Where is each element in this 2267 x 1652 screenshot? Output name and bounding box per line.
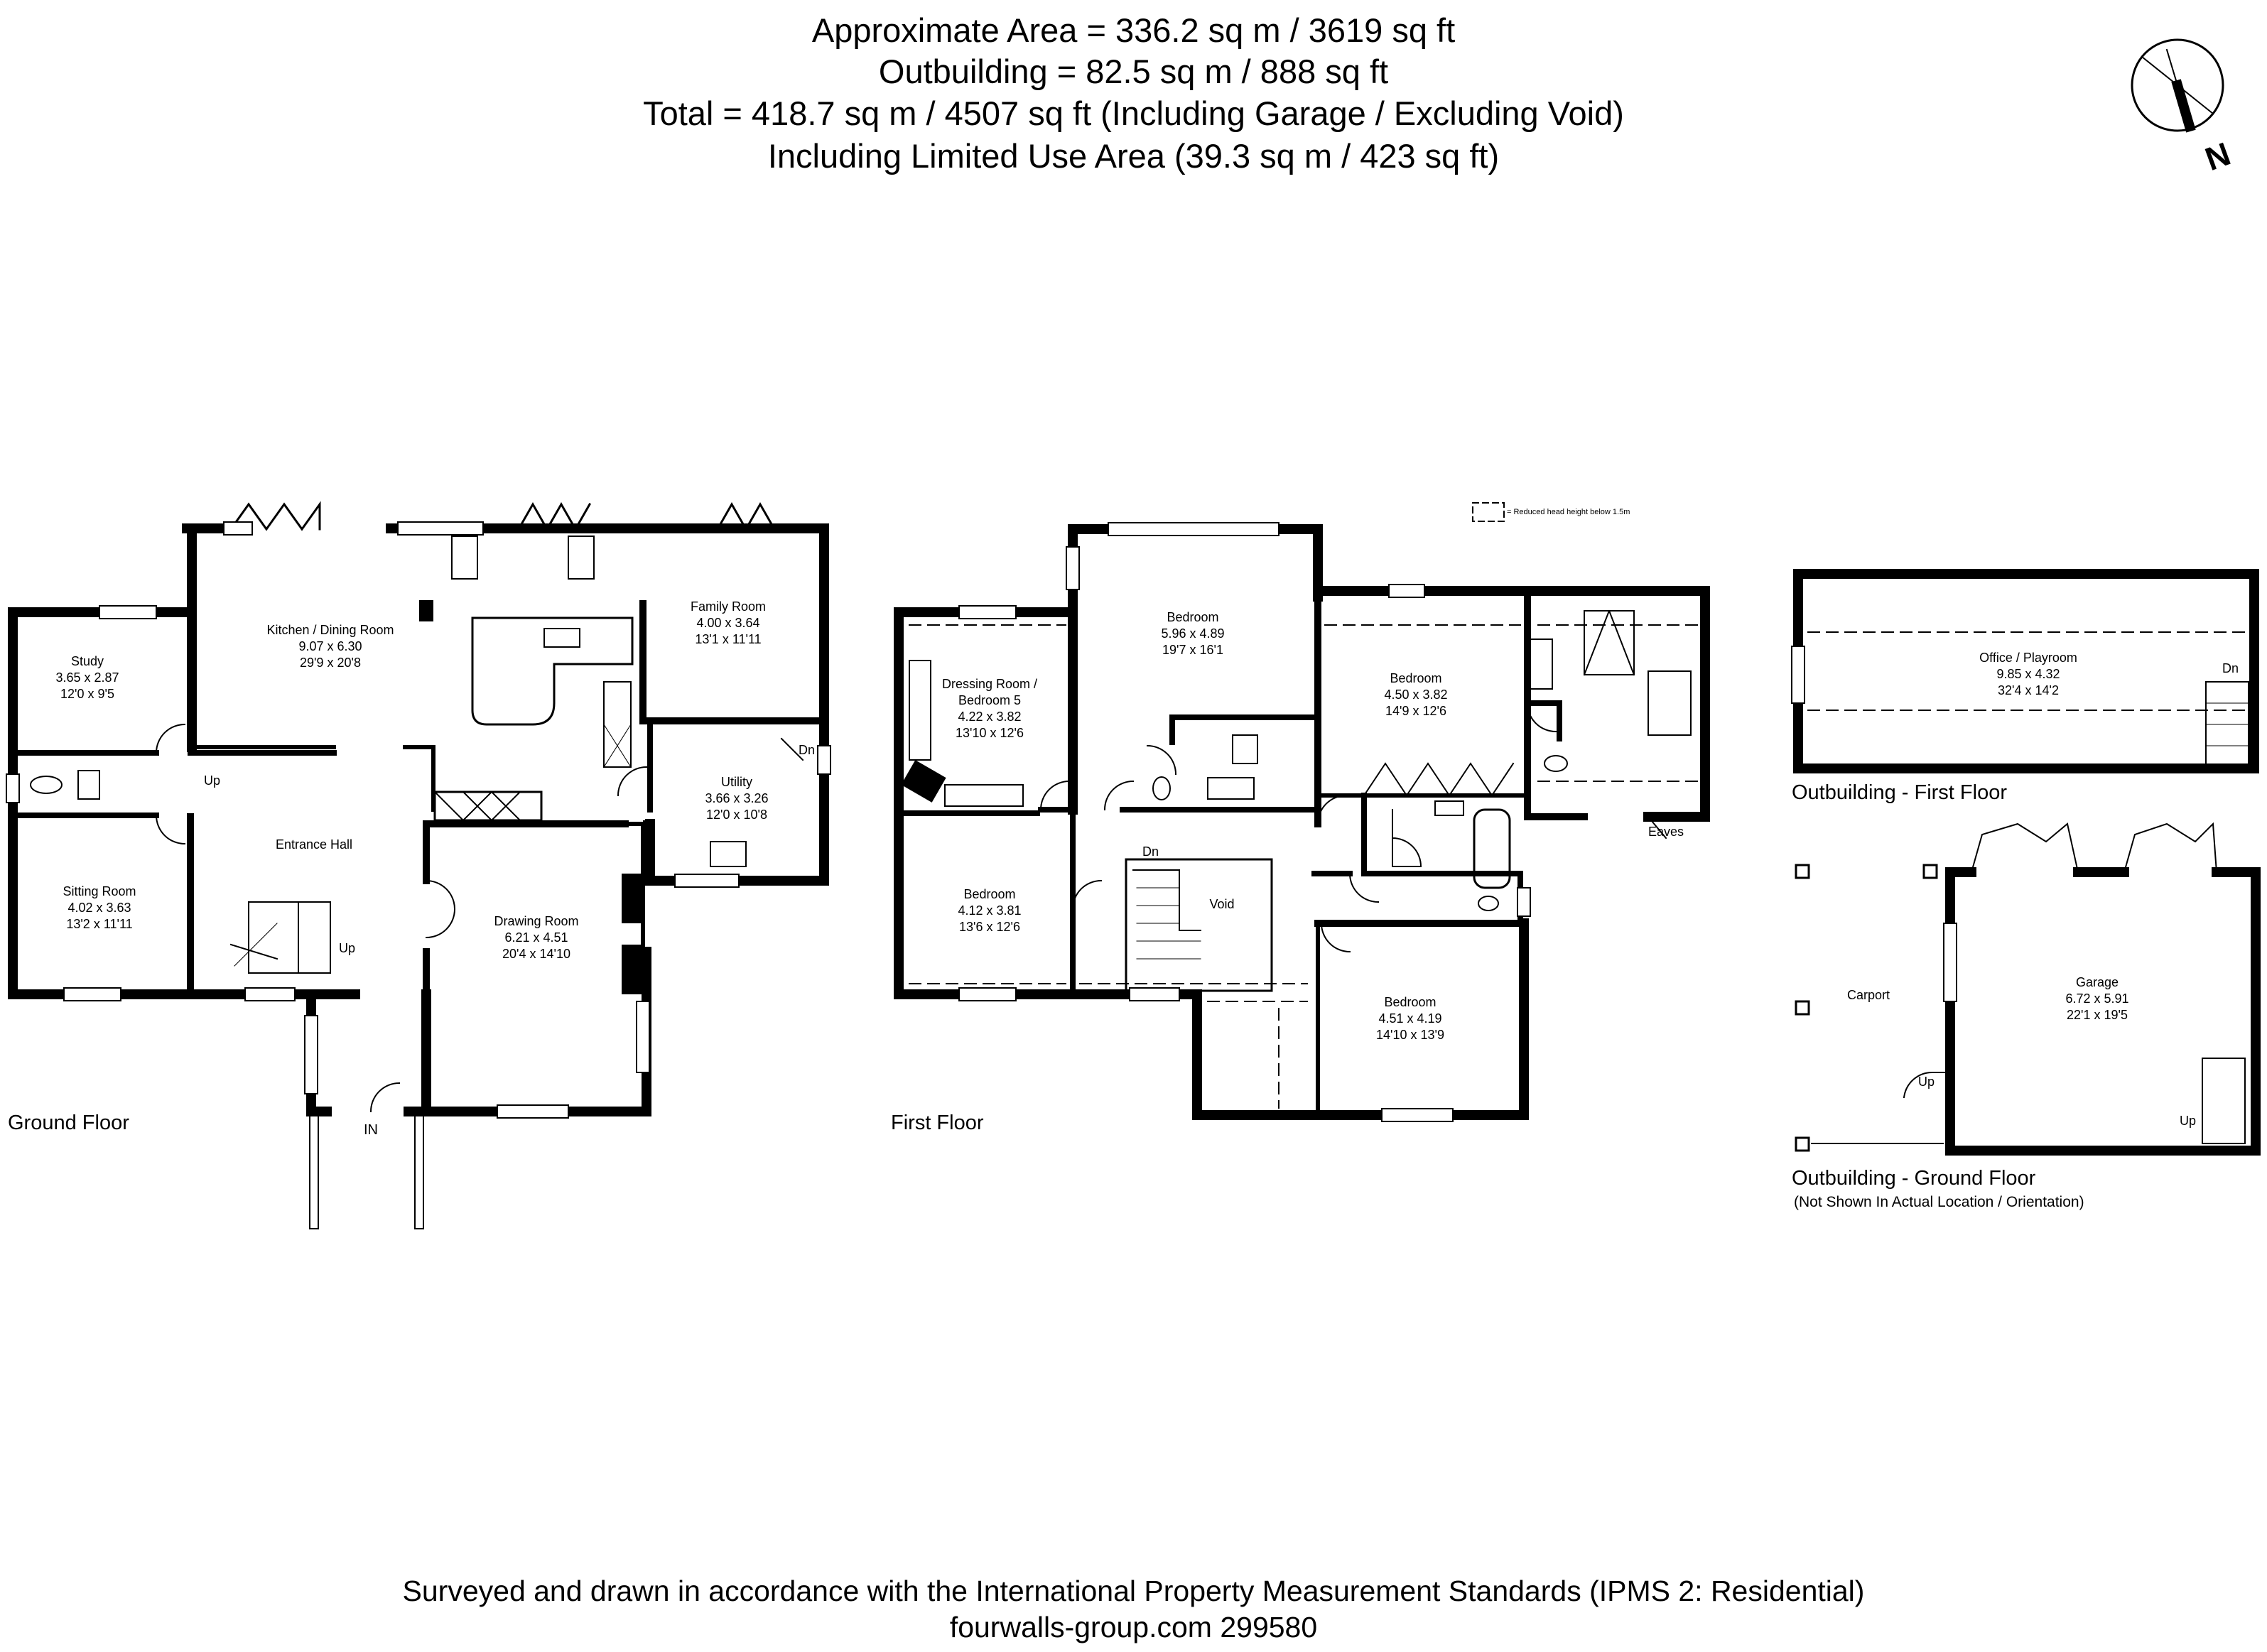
room-bedroom-3: Bedroom 4.50 x 3.82 14'9 x 12'6 xyxy=(1384,670,1447,719)
room-name: Bedroom xyxy=(963,887,1016,901)
reduced-height-legend: = Reduced head height below 1.5m xyxy=(1507,508,1630,516)
entrance-marker: IN xyxy=(364,1122,378,1138)
room-dressing-room: Dressing Room / Bedroom 5 4.22 x 3.82 13… xyxy=(942,676,1037,741)
orientation-note: (Not Shown In Actual Location / Orientat… xyxy=(1794,1194,2084,1210)
room-size-imperial: 13'6 x 12'6 xyxy=(959,920,1020,934)
room-size-metric: 5.96 x 4.89 xyxy=(1161,626,1225,641)
room-size-imperial: 13'10 x 12'6 xyxy=(956,726,1024,740)
ground-floor-label: Ground Floor xyxy=(8,1112,129,1134)
area-summary-line-3: Total = 418.7 sq m / 4507 sq ft (Includi… xyxy=(643,94,1624,132)
room-size-imperial: 19'7 x 16'1 xyxy=(1162,643,1223,657)
first-floor-label: First Floor xyxy=(891,1112,984,1134)
reduced-height-legend-swatch xyxy=(1472,502,1505,522)
room-name: Kitchen / Dining Room xyxy=(266,623,394,637)
company-reference: fourwalls-group.com 299580 xyxy=(949,1611,1318,1643)
stairs-up-marker: Up xyxy=(204,773,221,788)
room-bedroom-4: Bedroom 4.12 x 3.81 13'6 x 12'6 xyxy=(958,886,1021,935)
first-floor-walls xyxy=(894,522,1710,1122)
room-size-imperial: 12'0 x 9'5 xyxy=(60,687,114,701)
room-size-imperial: 22'1 x 19'5 xyxy=(2067,1008,2128,1022)
stairs-up-marker: Up xyxy=(1918,1075,1935,1089)
room-office-playroom: Office / Playroom 9.85 x 4.32 32'4 x 14'… xyxy=(1979,650,2077,699)
void-area: Void xyxy=(1209,896,1234,913)
room-size-imperial: 13'2 x 11'11 xyxy=(66,917,133,931)
room-name: Bedroom xyxy=(1390,671,1442,685)
room-name: Utility xyxy=(720,775,752,789)
room-size-metric: 9.85 x 4.32 xyxy=(1996,667,2060,681)
room-size-metric: 4.51 x 4.19 xyxy=(1378,1011,1442,1026)
room-size-metric: 4.12 x 3.81 xyxy=(958,903,1022,918)
room-kitchen-dining: Kitchen / Dining Room 9.07 x 6.30 29'9 x… xyxy=(266,622,394,671)
room-sitting-room: Sitting Room 4.02 x 3.63 13'2 x 11'11 xyxy=(63,884,136,933)
stairs-up-marker: Up xyxy=(339,941,356,955)
room-size-imperial: 14'9 x 12'6 xyxy=(1385,704,1446,718)
room-study: Study 3.65 x 2.87 12'0 x 9'5 xyxy=(55,653,119,702)
room-name: Dressing Room / xyxy=(941,677,1038,691)
area-summary-line-1: Approximate Area = 336.2 sq m / 3619 sq … xyxy=(811,11,1456,49)
room-size-imperial: 14'10 x 13'9 xyxy=(1376,1028,1444,1042)
room-entrance-hall: Entrance Hall xyxy=(276,837,352,853)
room-name: Bedroom xyxy=(1384,995,1437,1009)
room-size-imperial: 29'9 x 20'8 xyxy=(300,656,361,670)
carport-label: Carport xyxy=(1847,988,1890,1002)
room-size-metric: 4.50 x 3.82 xyxy=(1384,688,1448,702)
room-size-imperial: 13'1 x 11'11 xyxy=(695,632,762,646)
room-size-metric: 6.21 x 4.51 xyxy=(504,930,568,945)
outbuilding-ground-floor-walls xyxy=(1795,822,2261,1156)
room-bedroom-2: Bedroom 4.51 x 4.19 14'10 x 13'9 xyxy=(1376,994,1444,1043)
area-summary-line-4: Including Limited Use Area (39.3 sq m / … xyxy=(767,137,1500,175)
room-size-metric: 4.02 x 3.63 xyxy=(67,901,131,915)
stairs-down-marker: Dn xyxy=(2222,661,2239,675)
room-size-metric: 4.00 x 3.64 xyxy=(696,616,760,630)
outbuilding-first-floor-walls xyxy=(1791,569,2259,773)
stairs-down-marker: Dn xyxy=(1142,844,1159,859)
room-name: Garage xyxy=(2075,975,2119,989)
room-name: Bedroom xyxy=(1167,610,1219,624)
room-size-metric: 6.72 x 5.91 xyxy=(2065,991,2129,1006)
room-garage: Garage 6.72 x 5.91 22'1 x 19'5 xyxy=(2065,974,2128,1023)
ground-floor-walls xyxy=(6,501,831,1229)
room-family-room: Family Room 4.00 x 3.64 13'1 x 11'11 xyxy=(691,599,766,648)
eaves-marker: Eaves xyxy=(1648,825,1684,839)
room-bedroom-1: Bedroom 5.96 x 4.89 19'7 x 16'1 xyxy=(1161,609,1224,658)
ipms-statement: Surveyed and drawn in accordance with th… xyxy=(402,1575,1865,1607)
area-summary-line-2: Outbuilding = 82.5 sq m / 888 sq ft xyxy=(878,53,1389,90)
outbuilding-first-floor-label: Outbuilding - First Floor xyxy=(1792,781,2007,804)
room-utility: Utility 3.66 x 3.26 12'0 x 10'8 xyxy=(705,774,768,823)
room-drawing-room: Drawing Room 6.21 x 4.51 20'4 x 14'10 xyxy=(494,913,578,962)
room-size-imperial: 20'4 x 14'10 xyxy=(502,947,570,961)
compass-icon xyxy=(2131,38,2224,133)
room-size-metric: 9.07 x 6.30 xyxy=(298,639,362,653)
room-name: Study xyxy=(70,654,104,668)
room-name: Family Room xyxy=(690,599,767,614)
room-size-imperial: 12'0 x 10'8 xyxy=(706,808,767,822)
room-name: Sitting Room xyxy=(63,884,136,898)
room-name-line-2: Bedroom 5 xyxy=(958,693,1022,707)
room-size-metric: 4.22 x 3.82 xyxy=(958,710,1022,724)
room-name: Office / Playroom xyxy=(1979,651,2077,665)
room-name: Void xyxy=(1209,897,1235,911)
room-name: Entrance Hall xyxy=(275,837,353,852)
room-size-imperial: 32'4 x 14'2 xyxy=(1998,683,2059,697)
outbuilding-ground-floor-label: Outbuilding - Ground Floor xyxy=(1792,1167,2036,1190)
stairs-up-marker: Up xyxy=(2180,1114,2197,1128)
room-name: Drawing Room xyxy=(494,914,579,928)
stairs-down-marker: Dn xyxy=(799,743,816,757)
room-size-metric: 3.65 x 2.87 xyxy=(55,670,119,685)
room-size-metric: 3.66 x 3.26 xyxy=(705,791,769,805)
